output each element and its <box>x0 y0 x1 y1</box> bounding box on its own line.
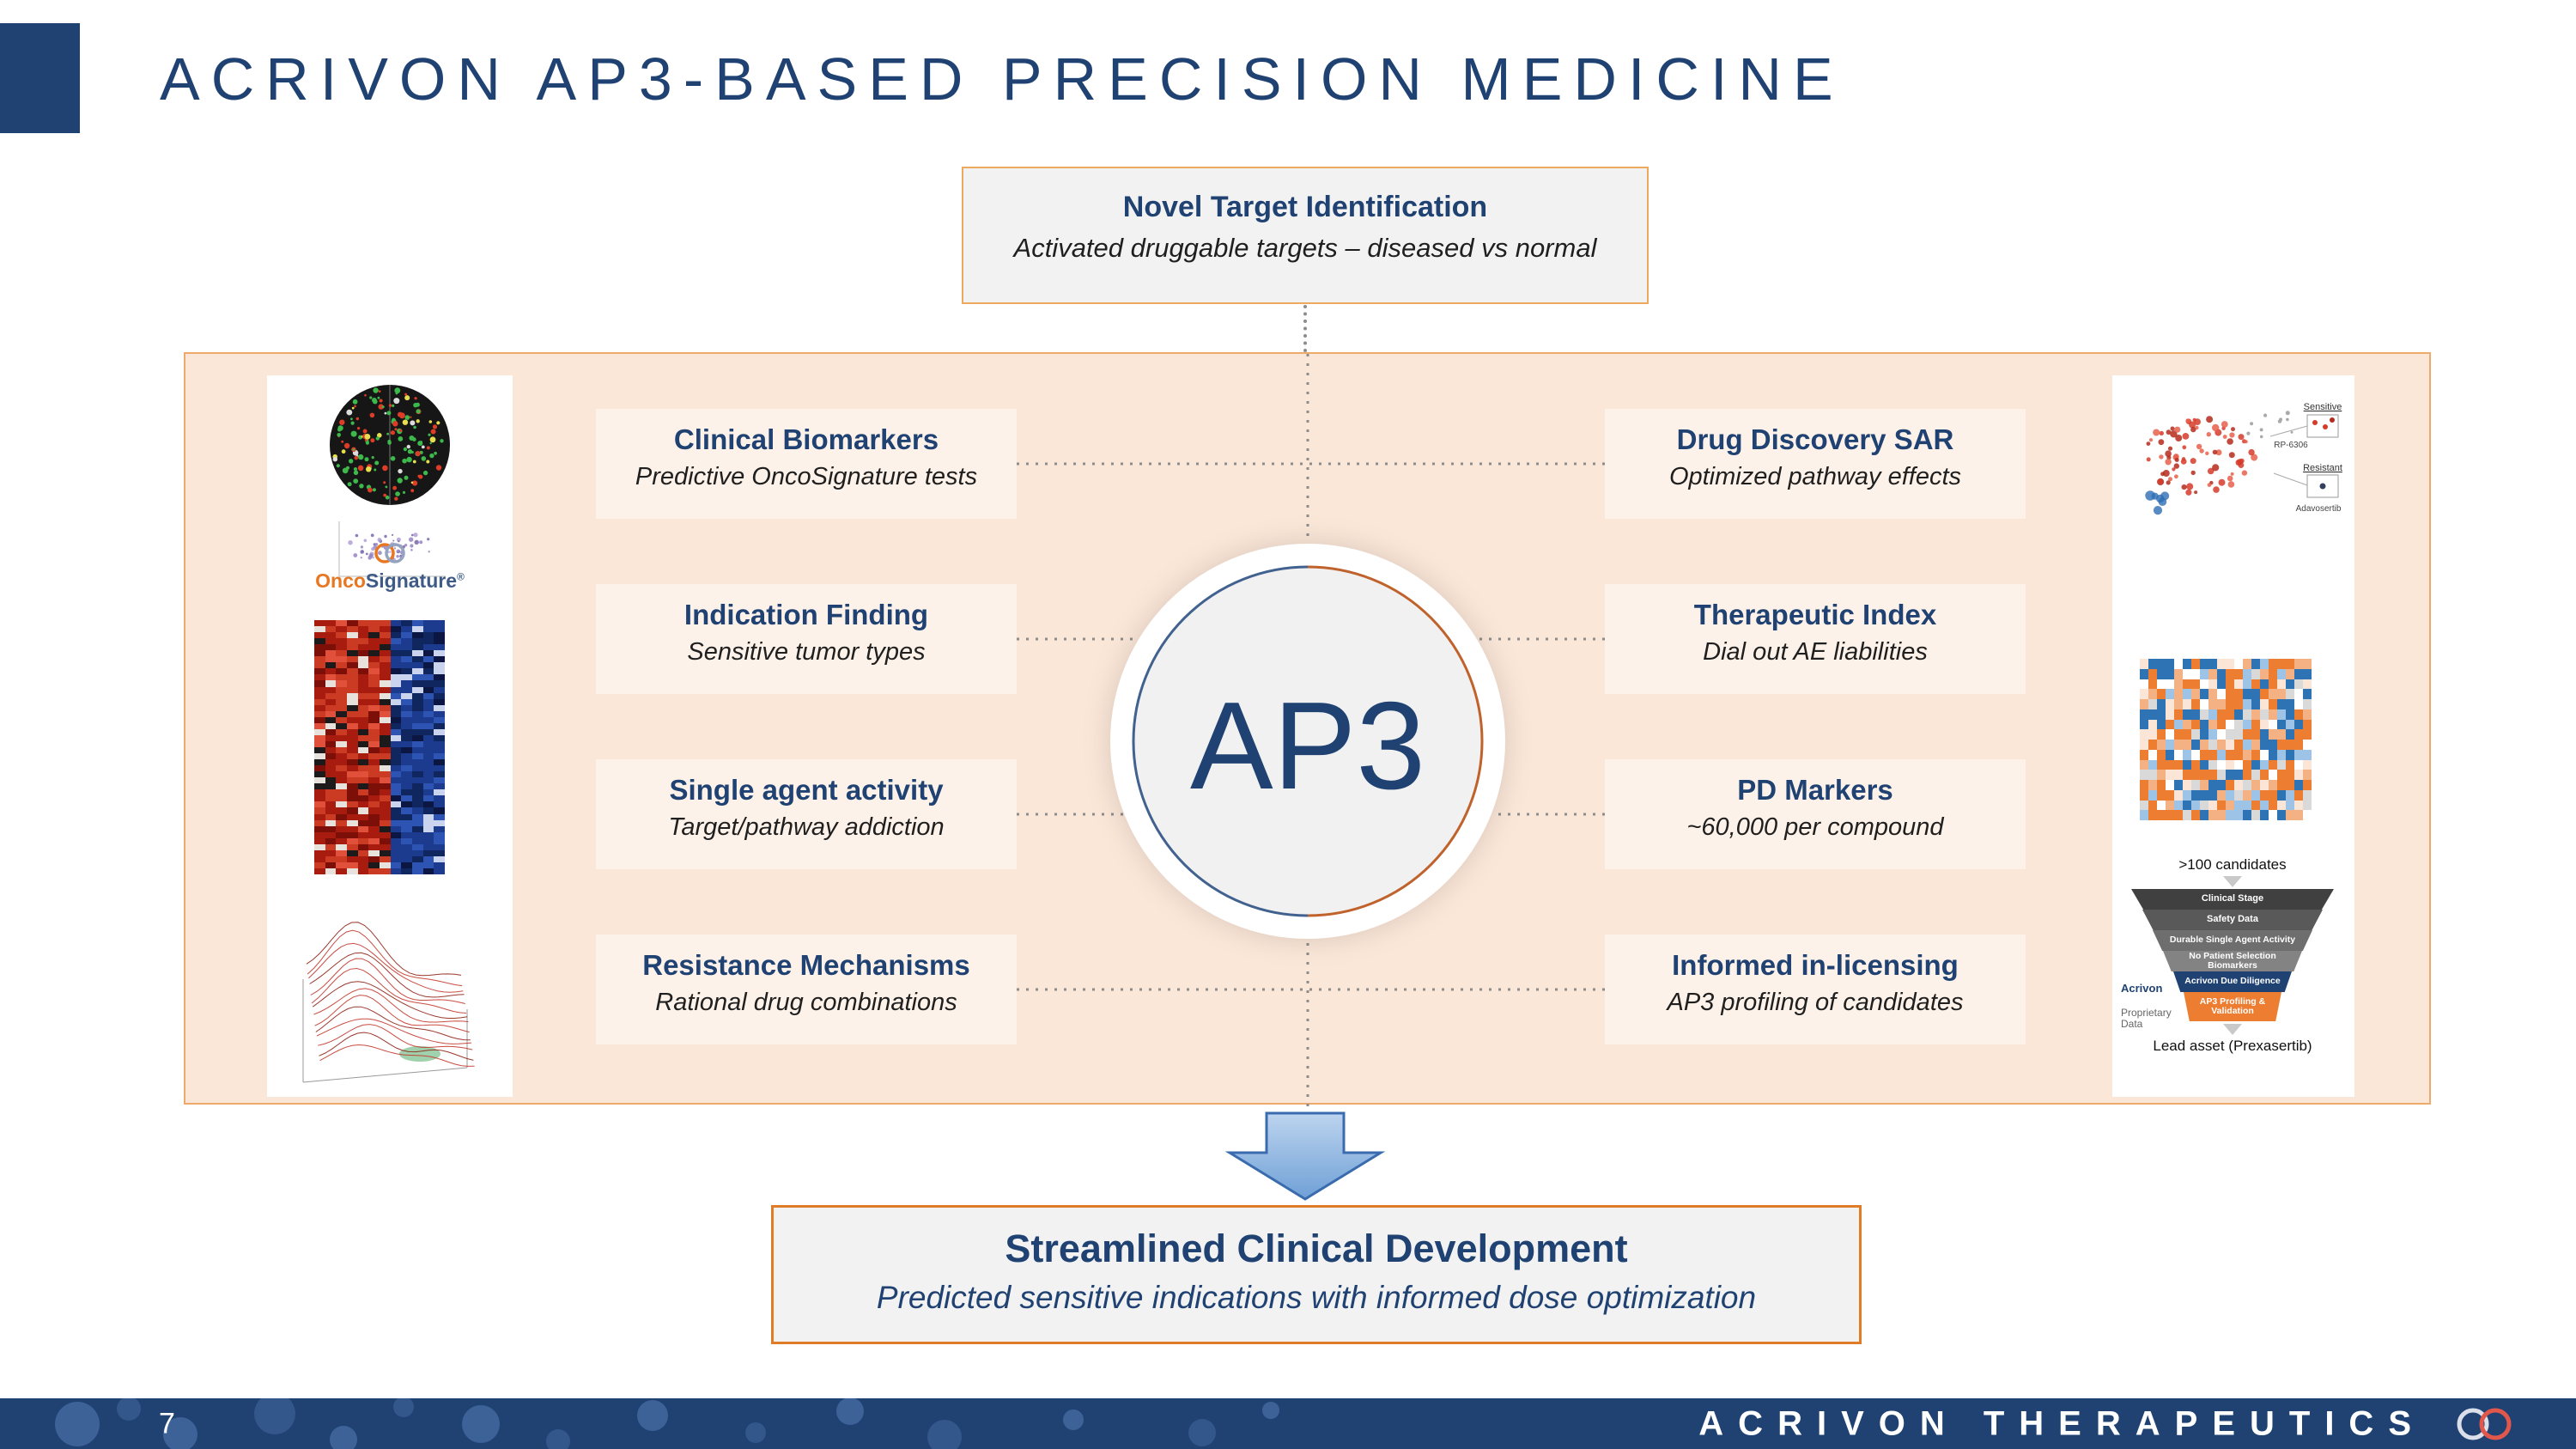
informed-inlicensing-subtitle: AP3 profiling of candidates <box>1667 989 1964 1016</box>
single-agent-activity-box: Single agent activity Target/pathway add… <box>596 759 1017 869</box>
compound-scatter-image: Sensitive Resistant RP-6306 Adavosertib <box>2145 402 2342 515</box>
dotted-connector-top <box>1303 305 1307 352</box>
indication-finding-subtitle: Sensitive tumor types <box>687 638 926 666</box>
pd-markers-box: PD Markers ~60,000 per compound <box>1605 759 2026 869</box>
funnel-bottom-label: Lead asset (Prexasertib) <box>2153 1038 2312 1054</box>
funnel-stage-5: Acrivon Due Diligence <box>2173 971 2292 992</box>
surface-mesh <box>306 922 475 1067</box>
drug-discovery-sar-subtitle: Optimized pathway effects <box>1668 463 1962 490</box>
funnel-stage-2: Safety Data <box>2142 910 2323 930</box>
novel-target-subtitle: Activated druggable targets – diseased v… <box>1013 233 1597 263</box>
ap3-label: AP3 <box>1190 676 1425 815</box>
clinical-biomarkers-box: Clinical Biomarkers Predictive OncoSigna… <box>596 409 1017 519</box>
down-arrow-icon <box>1224 1111 1386 1201</box>
scatter-label-adavosertib: Adavosertib <box>2296 504 2342 514</box>
left-image-strip: OncoSignature® <box>267 375 513 1097</box>
pd-markers-subtitle: ~60,000 per compound <box>1686 813 1944 841</box>
therapeutic-index-subtitle: Dial out AE liabilities <box>1703 638 1928 666</box>
therapeutic-index-box: Therapeutic Index Dial out AE liabilitie… <box>1605 584 2026 694</box>
funnel-stage-6: AP3 Profiling & Validation <box>2184 992 2281 1021</box>
oncosignature-rings-icon <box>374 543 405 563</box>
footer-bar: 7 ACRIVON THERAPEUTICS <box>0 1398 2576 1449</box>
clinical-biomarkers-title: Clinical Biomarkers <box>673 423 939 455</box>
slide-title: ACRIVON AP3-BASED PRECISION MEDICINE <box>160 46 1844 113</box>
therapeutic-index-title: Therapeutic Index <box>1693 599 1937 630</box>
ap3-circle: AP3 <box>1110 544 1505 939</box>
ap3-platform-panel: OncoSignature® Clinical Biomarkers Predi… <box>184 352 2431 1106</box>
funnel-arrow-icon <box>2223 1024 2242 1035</box>
drug-discovery-sar-box: Drug Discovery SAR Optimized pathway eff… <box>1605 409 2026 519</box>
resistance-mechanisms-box: Resistance Mechanisms Rational drug comb… <box>596 935 1017 1044</box>
microscopy-dots <box>332 387 444 501</box>
scatter-label-sensitive: Sensitive <box>2304 402 2342 412</box>
streamlined-development-title: Streamlined Clinical Development <box>1005 1227 1628 1270</box>
footer-decorative-dots <box>55 1398 1279 1449</box>
informed-inlicensing-title: Informed in-licensing <box>1672 949 1959 981</box>
novel-target-box: Novel Target Identification Activated dr… <box>962 167 1649 304</box>
expression-heatmap <box>314 620 445 874</box>
streamlined-development-subtitle: Predicted sensitive indications with inf… <box>876 1280 1757 1315</box>
network-dots <box>2145 411 2293 515</box>
candidate-funnel: >100 candidates Clinical Stage Safety Da… <box>2121 856 2344 1090</box>
footer-brand: ACRIVON THERAPEUTICS <box>1698 1404 2426 1442</box>
right-image-strip: Sensitive Resistant RP-6306 Adavosertib … <box>2112 375 2354 1097</box>
funnel-stage-4: No Patient Selection Biomarkers <box>2163 951 2302 971</box>
oncosignature-logo: OncoSignature® <box>267 540 513 592</box>
novel-target-title: Novel Target Identification <box>1122 191 1488 223</box>
clustered-heatmap <box>2140 659 2312 820</box>
resistance-mechanisms-subtitle: Rational drug combinations <box>655 989 957 1016</box>
surface-plot-image <box>302 922 475 1083</box>
single-agent-activity-title: Single agent activity <box>669 774 944 806</box>
pd-markers-title: PD Markers <box>1737 774 1893 806</box>
funnel-top-label: >100 candidates <box>2178 856 2287 873</box>
dotted-connectors <box>1017 354 1605 1106</box>
indication-finding-box: Indication Finding Sensitive tumor types <box>596 584 1017 694</box>
drug-discovery-sar-title: Drug Discovery SAR <box>1676 423 1954 455</box>
funnel-stage-3: Durable Single Agent Activity <box>2153 930 2312 951</box>
oncosignature-wordmark: OncoSignature® <box>315 569 465 592</box>
indication-finding-title: Indication Finding <box>683 599 929 630</box>
acrivon-logo-icon <box>2457 1408 2512 1440</box>
resistance-mechanisms-title: Resistance Mechanisms <box>642 949 970 981</box>
microscopy-image <box>330 385 450 577</box>
streamlined-development-box: Streamlined Clinical Development Predict… <box>771 1205 1862 1344</box>
scatter-label-resistant: Resistant <box>2303 463 2342 473</box>
page-number: 7 <box>159 1407 175 1440</box>
informed-inlicensing-box: Informed in-licensing AP3 profiling of c… <box>1605 935 2026 1044</box>
funnel-arrow-icon <box>2223 876 2242 887</box>
corner-accent-square <box>0 23 80 133</box>
funnel-stage-1: Clinical Stage <box>2131 889 2334 910</box>
funnel-side-label-proprietary: Proprietary Data <box>2121 1007 2172 1031</box>
funnel-side-label-acrivon: Acrivon <box>2121 982 2163 995</box>
scatter-label-rp6306: RP-6306 <box>2274 441 2308 450</box>
clinical-biomarkers-subtitle: Predictive OncoSignature tests <box>635 463 978 490</box>
single-agent-activity-subtitle: Target/pathway addiction <box>668 813 945 841</box>
